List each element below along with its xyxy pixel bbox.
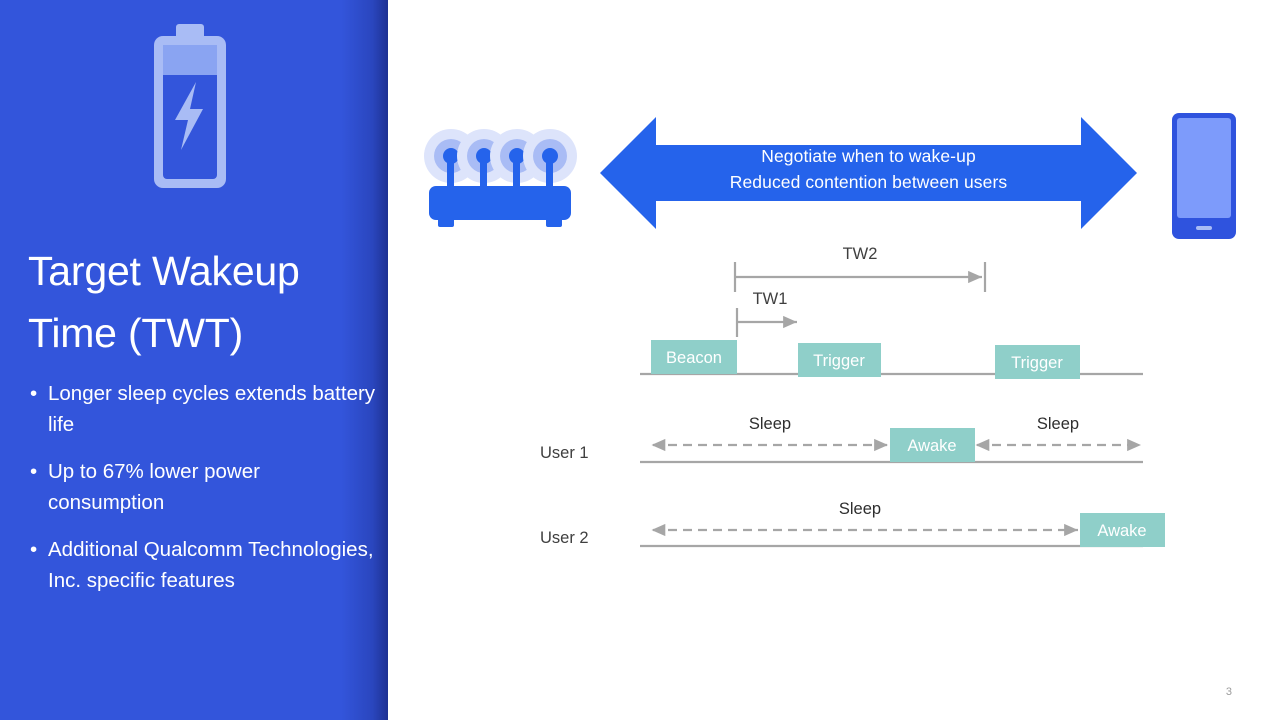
ap-frame-trigger-2-label: Trigger bbox=[1011, 354, 1063, 372]
left-title-panel: Target Wakeup Time (TWT) • Longer sleep … bbox=[0, 0, 388, 720]
measure-tw2: TW2 bbox=[733, 245, 987, 292]
bullet-text-3: Additional Qualcomm Technologies, Inc. s… bbox=[48, 538, 374, 592]
page-number: 3 bbox=[1225, 686, 1232, 698]
ap-frame-trigger-1-label: Trigger bbox=[813, 352, 865, 370]
ap-frame-beacon: Beacon bbox=[651, 340, 737, 374]
bullet-item-2: • Up to 67% lower power consumption bbox=[28, 456, 378, 518]
double-arrow-banner-text: Negotiate when to wake-up Reduced conten… bbox=[600, 143, 1137, 195]
bullet-item-3: • Additional Qualcomm Technologies, Inc.… bbox=[28, 534, 378, 596]
user-2-awake-label: Awake bbox=[1097, 522, 1146, 540]
bullet-text-2: Up to 67% lower power consumption bbox=[48, 460, 260, 514]
user-2-row-label: User 2 bbox=[540, 529, 589, 547]
ap-frame-beacon-label: Beacon bbox=[666, 349, 722, 367]
banner-line-1: Negotiate when to wake-up bbox=[761, 146, 976, 166]
twt-timing-diagram: TW2 TW1 Beacon Trigger bbox=[540, 245, 1165, 548]
user-2-segment-awake: Awake bbox=[1080, 513, 1165, 547]
user-1-sleep-1-label: Sleep bbox=[749, 415, 791, 433]
ap-frame-trigger-2: Trigger bbox=[995, 345, 1080, 379]
user-1-row-label: User 1 bbox=[540, 444, 589, 462]
bullet-item-1: • Longer sleep cycles extends battery li… bbox=[28, 378, 378, 440]
page-title: Target Wakeup Time (TWT) bbox=[28, 240, 376, 365]
user-2-sleep-label: Sleep bbox=[839, 500, 881, 518]
bullet-marker-1: • bbox=[30, 382, 38, 405]
measure-tw2-label: TW2 bbox=[843, 245, 878, 263]
user-1-sleep-2-label: Sleep bbox=[1037, 415, 1079, 433]
bullet-text-1: Longer sleep cycles extends battery life bbox=[48, 382, 376, 436]
bullet-marker-3: • bbox=[30, 538, 38, 561]
page-title-line1: Target Wakeup bbox=[28, 248, 300, 294]
page-title-line2: Time (TWT) bbox=[28, 310, 244, 357]
user-2-segment-sleep: Sleep bbox=[651, 500, 1078, 537]
measure-tw1: TW1 bbox=[735, 290, 797, 337]
user-1-segment-sleep-2: Sleep bbox=[975, 415, 1141, 452]
bullet-list: • Longer sleep cycles extends battery li… bbox=[28, 378, 378, 612]
double-arrow-banner bbox=[600, 117, 1137, 229]
user-1-segment-awake: Awake bbox=[890, 428, 975, 462]
user-1-awake-label: Awake bbox=[907, 437, 956, 455]
user-1-segment-sleep-1: Sleep bbox=[651, 415, 888, 452]
slide-content-area: Negotiate when to wake-up Reduced conten… bbox=[388, 0, 1280, 720]
battery-charging-icon bbox=[154, 24, 226, 188]
router-icon bbox=[424, 129, 577, 227]
banner-line-2: Reduced contention between users bbox=[729, 172, 1008, 192]
bullet-marker-2: • bbox=[30, 460, 38, 483]
measure-tw1-label: TW1 bbox=[753, 290, 788, 308]
smartphone-icon bbox=[1172, 113, 1236, 239]
ap-frame-trigger-1: Trigger bbox=[798, 343, 881, 377]
